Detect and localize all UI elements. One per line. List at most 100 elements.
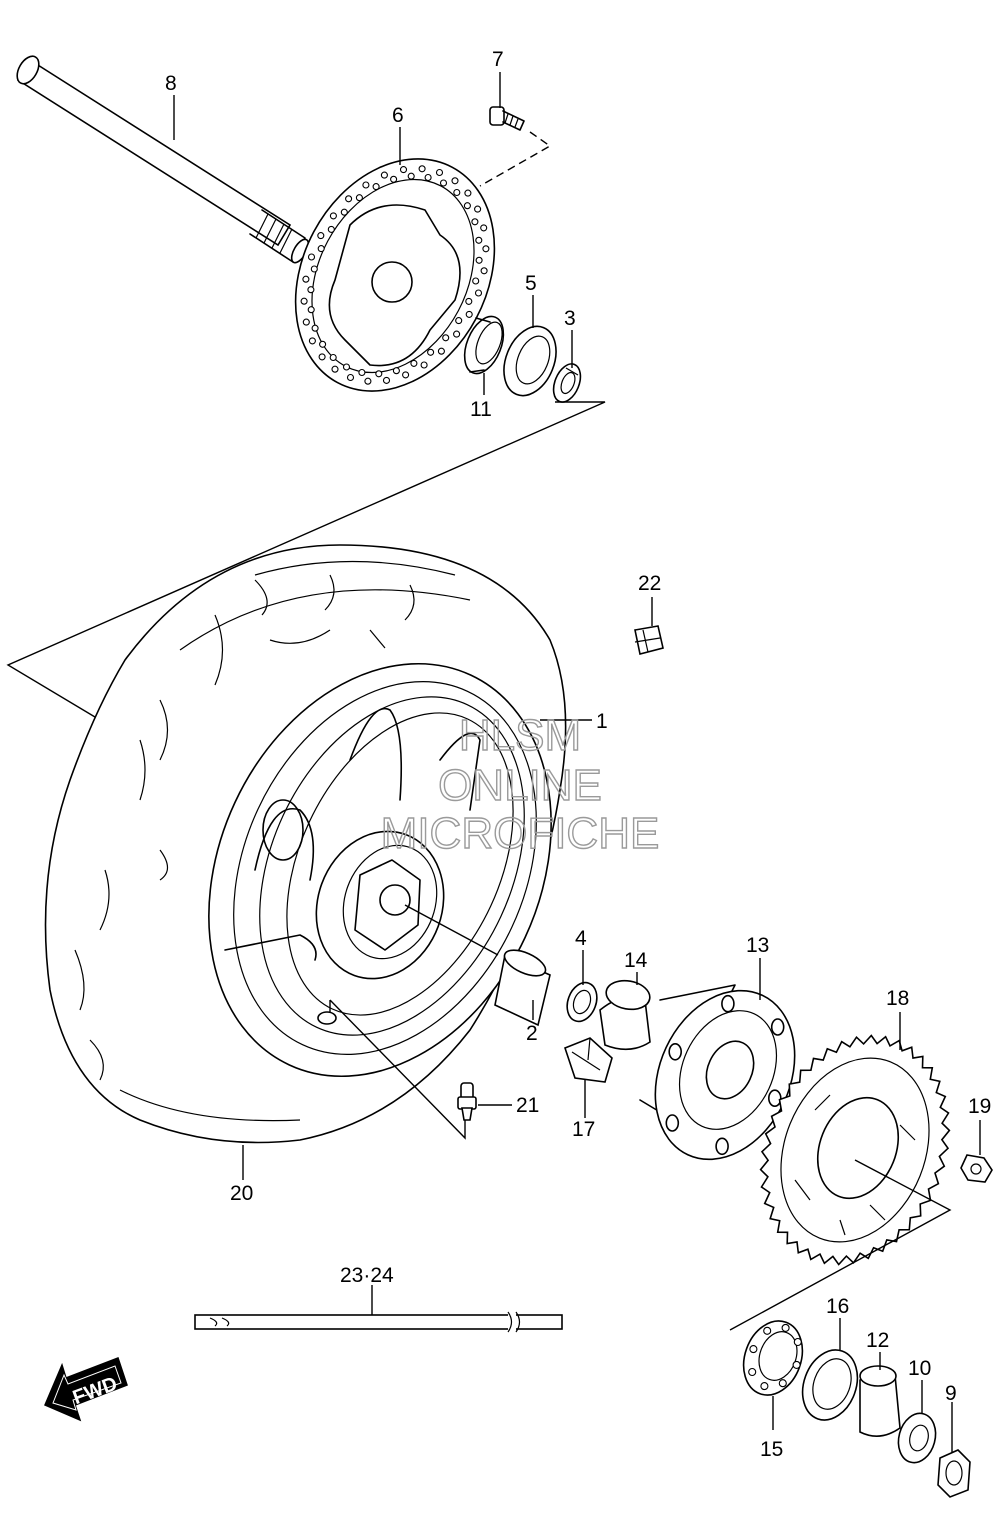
drum-spacer[interactable] <box>859 1365 901 1437</box>
disc-hole <box>300 297 308 305</box>
disc-hole <box>472 277 480 285</box>
disc-hole <box>345 195 353 203</box>
disc-hole <box>340 208 348 216</box>
bearing-balls <box>748 1323 802 1391</box>
callout-5: 5 <box>525 272 537 295</box>
disc-hole <box>451 177 459 185</box>
disc-hole <box>362 181 370 189</box>
disc-hole <box>439 179 448 187</box>
wheel-spacer[interactable] <box>494 945 551 1027</box>
callout-2: 2 <box>526 1022 538 1045</box>
rim-tape[interactable] <box>194 1310 563 1334</box>
sprocket-damper[interactable] <box>564 1037 613 1083</box>
disc-hole <box>475 236 483 244</box>
disc-hole <box>410 359 418 367</box>
hub-stud <box>665 1114 680 1132</box>
disc-hole <box>427 348 435 356</box>
disc-hole <box>437 347 445 355</box>
disc-hole <box>375 370 383 378</box>
callout-14: 14 <box>624 949 648 972</box>
disc-hole <box>399 166 408 174</box>
callout-20: 20 <box>230 1182 253 1205</box>
tire-valve[interactable] <box>457 1082 477 1121</box>
damper-spacer[interactable] <box>599 977 652 1051</box>
disc-hole <box>455 317 463 325</box>
forward-arrow-icon <box>44 1357 128 1422</box>
watermark-line-3: MICROFICHE <box>381 809 660 858</box>
disc-bolt[interactable] <box>479 106 552 187</box>
hub-stud <box>767 1089 782 1107</box>
disc-hole <box>307 306 315 314</box>
disc-hole <box>463 202 471 210</box>
disc-hole <box>380 171 388 179</box>
forward-direction-badge: FWD <box>44 1357 128 1422</box>
disc-hole <box>464 189 472 197</box>
rear-sprocket[interactable] <box>729 1034 955 1331</box>
callout-3: 3 <box>564 307 576 330</box>
callout-10: 10 <box>908 1357 931 1380</box>
drum-oil-seal[interactable] <box>793 1342 866 1427</box>
wheel-bearing-center[interactable] <box>562 978 602 1025</box>
disc-hole <box>302 318 310 326</box>
callout-22: 22 <box>638 572 661 595</box>
callout-6: 6 <box>392 104 404 127</box>
disc-hole <box>453 330 461 338</box>
callout-23-24: 23·24 <box>340 1264 394 1287</box>
oil-seal[interactable] <box>457 311 511 379</box>
callout-17: 17 <box>572 1118 595 1141</box>
disc-hole <box>480 267 488 275</box>
rear-wheel-tire[interactable] <box>44 544 616 1144</box>
watermark-line-1: HLSM <box>459 711 581 760</box>
disc-hole <box>382 376 391 384</box>
disc-hole <box>424 173 432 182</box>
disc-hole <box>329 353 337 362</box>
hub-stud <box>770 1018 785 1036</box>
disc-hole <box>442 334 450 342</box>
watermark-line-2: ONLINE <box>438 761 602 810</box>
disc-hole <box>308 337 316 345</box>
axle-nut[interactable] <box>937 1449 971 1498</box>
rear-axle[interactable] <box>13 53 312 266</box>
wheel-bearing-left[interactable] <box>494 319 565 404</box>
sprocket-mounting-drum[interactable] <box>629 968 821 1182</box>
hub-stud <box>668 1043 683 1061</box>
washer[interactable] <box>893 1409 941 1467</box>
leader-lines <box>173 72 981 1452</box>
bearing-ball <box>781 1323 790 1332</box>
callout-4: 4 <box>575 927 587 950</box>
disc-hole <box>435 168 444 177</box>
sprocket-nut[interactable] <box>960 1154 993 1183</box>
disc-hole <box>392 367 400 375</box>
disc-hole <box>302 275 310 283</box>
callout-9: 9 <box>945 1382 957 1405</box>
disc-hole <box>407 172 415 180</box>
drum-bearing[interactable] <box>734 1313 813 1404</box>
disc-hole <box>471 218 479 226</box>
bearing-ball <box>793 1337 802 1347</box>
disc-hole <box>418 165 426 173</box>
disc-hole <box>482 245 490 253</box>
bearing-ball <box>748 1367 757 1377</box>
hub-stud <box>721 994 735 1013</box>
disc-hole <box>420 361 428 369</box>
disc-hole <box>342 363 351 371</box>
disc-hole <box>317 232 325 240</box>
balance-weight[interactable] <box>634 625 664 655</box>
watermark: HLSM ONLINE MICROFICHE <box>380 710 660 858</box>
disc-hole <box>480 224 488 232</box>
disc-hole <box>465 310 473 318</box>
brake-disc[interactable] <box>256 124 533 426</box>
disc-hole <box>474 205 482 213</box>
disc-hole <box>364 377 372 385</box>
disc-hole <box>475 256 483 264</box>
callout-8: 8 <box>165 72 177 95</box>
callout-19: 19 <box>968 1095 991 1118</box>
disc-hole <box>390 175 398 183</box>
disc-hole <box>358 368 366 377</box>
callout-13: 13 <box>746 934 769 957</box>
disc-hole <box>307 253 316 261</box>
disc-hole <box>329 212 337 220</box>
callout-labels: 8 7 6 5 3 11 22 1 4 14 13 18 2 19 21 17 … <box>165 48 991 1461</box>
callout-1: 1 <box>596 710 608 733</box>
